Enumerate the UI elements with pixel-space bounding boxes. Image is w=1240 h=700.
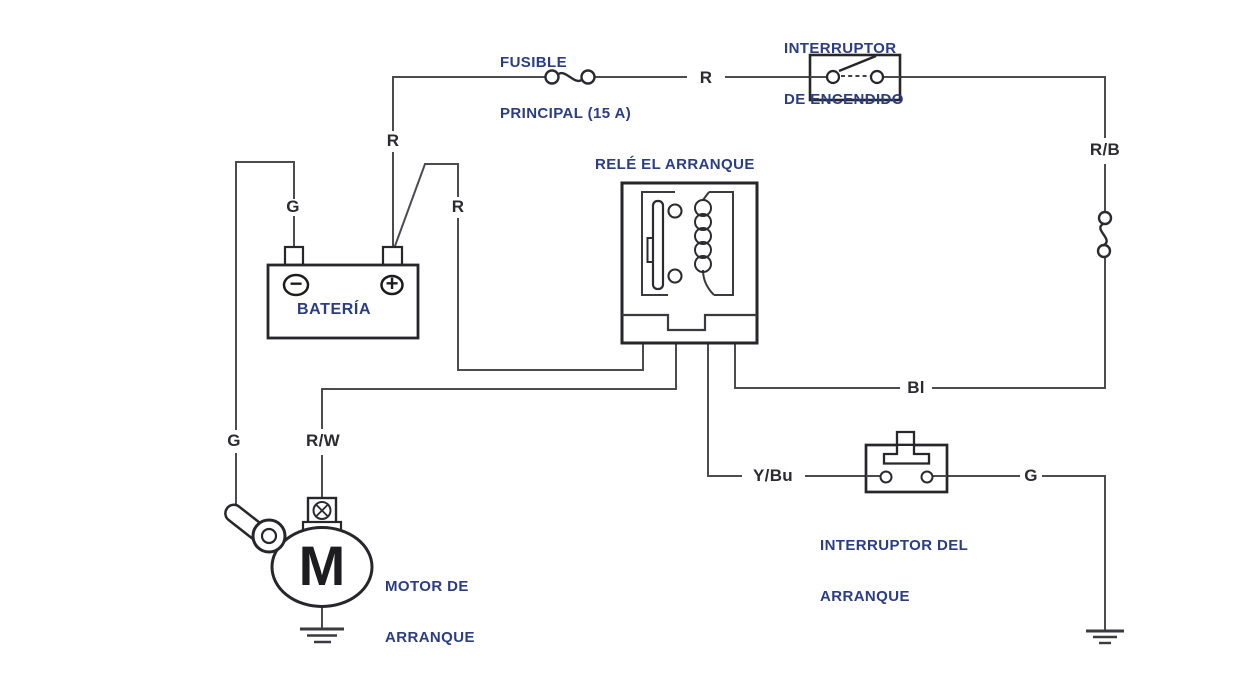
wire-label-relay-feed-r: R xyxy=(451,197,465,216)
wire-label-switch-g: G xyxy=(1024,466,1038,485)
wire-bl-to-relay xyxy=(734,342,900,389)
wire-label-rw: R/W xyxy=(306,431,340,450)
battery-title: BATERÍA xyxy=(297,301,372,318)
starter-switch-symbol xyxy=(864,430,949,494)
ignition-switch-icon xyxy=(808,53,902,102)
wire-negative-around xyxy=(235,161,295,430)
wire-runs xyxy=(235,76,1106,631)
wire-label-rb: R/B xyxy=(1089,140,1121,159)
battery-plus-glyph: + xyxy=(385,270,399,296)
wire-relay-feed-drop xyxy=(457,218,644,371)
main-fuse-icon xyxy=(544,69,596,85)
wire-label-ybu: Y/Bu xyxy=(753,466,793,485)
wire-ignition-to-right-corner xyxy=(899,76,1106,138)
wire-label-top-r: R xyxy=(699,68,713,87)
starter-motor-title: MOTOR DE ARRANQUE xyxy=(385,578,475,646)
battery-minus-terminal-icon xyxy=(282,273,310,297)
wire-label-battery-r: R xyxy=(386,131,400,150)
starter-switch-title: INTERRUPTOR DEL ARRANQUE xyxy=(820,537,969,605)
wire-right-drop-lower xyxy=(932,257,1106,389)
starter-relay-symbol xyxy=(620,181,759,345)
sub-fuse-icon xyxy=(1096,210,1113,259)
motor-terminal-icon xyxy=(312,501,332,520)
relay-coil-frame xyxy=(709,191,734,296)
relay-contact-frame xyxy=(641,191,675,296)
battery-plus-terminal-icon xyxy=(380,274,404,296)
ground-lug-icon xyxy=(224,503,287,554)
right-ground-icon xyxy=(1086,629,1124,645)
relay-contact-bottom xyxy=(667,268,683,284)
wire-glabel-to-ground xyxy=(1042,475,1106,631)
wire-relay-to-motor xyxy=(321,342,677,429)
switch-plunger-icon xyxy=(882,446,931,465)
motor-m-glyph: M xyxy=(298,534,346,598)
wire-label-battery-g: G xyxy=(286,197,300,216)
main-fuse-title: FUSIBLE PRINCIPAL (15 A) xyxy=(500,54,632,122)
relay-contact-top xyxy=(667,203,683,219)
starter-relay-title: RELÉ EL ARRANQUE xyxy=(595,156,755,173)
starter-motor-symbol xyxy=(224,496,374,644)
battery-minus-glyph: − xyxy=(289,270,303,296)
relay-coil-icon xyxy=(694,199,712,273)
relay-contact-plate xyxy=(651,199,665,291)
wire-label-frame-g: G xyxy=(227,431,241,450)
wire-relay-to-ybu xyxy=(707,342,742,477)
wire-positive-diagonal xyxy=(393,163,459,248)
wire-label-bl: Bl xyxy=(907,378,925,397)
ignition-switch-title: INTERRUPTOR DE ENCENDIDO xyxy=(784,40,904,108)
battery-symbol xyxy=(266,245,420,340)
wire-top-rail-left xyxy=(392,76,546,131)
motor-ground-icon xyxy=(300,627,344,644)
